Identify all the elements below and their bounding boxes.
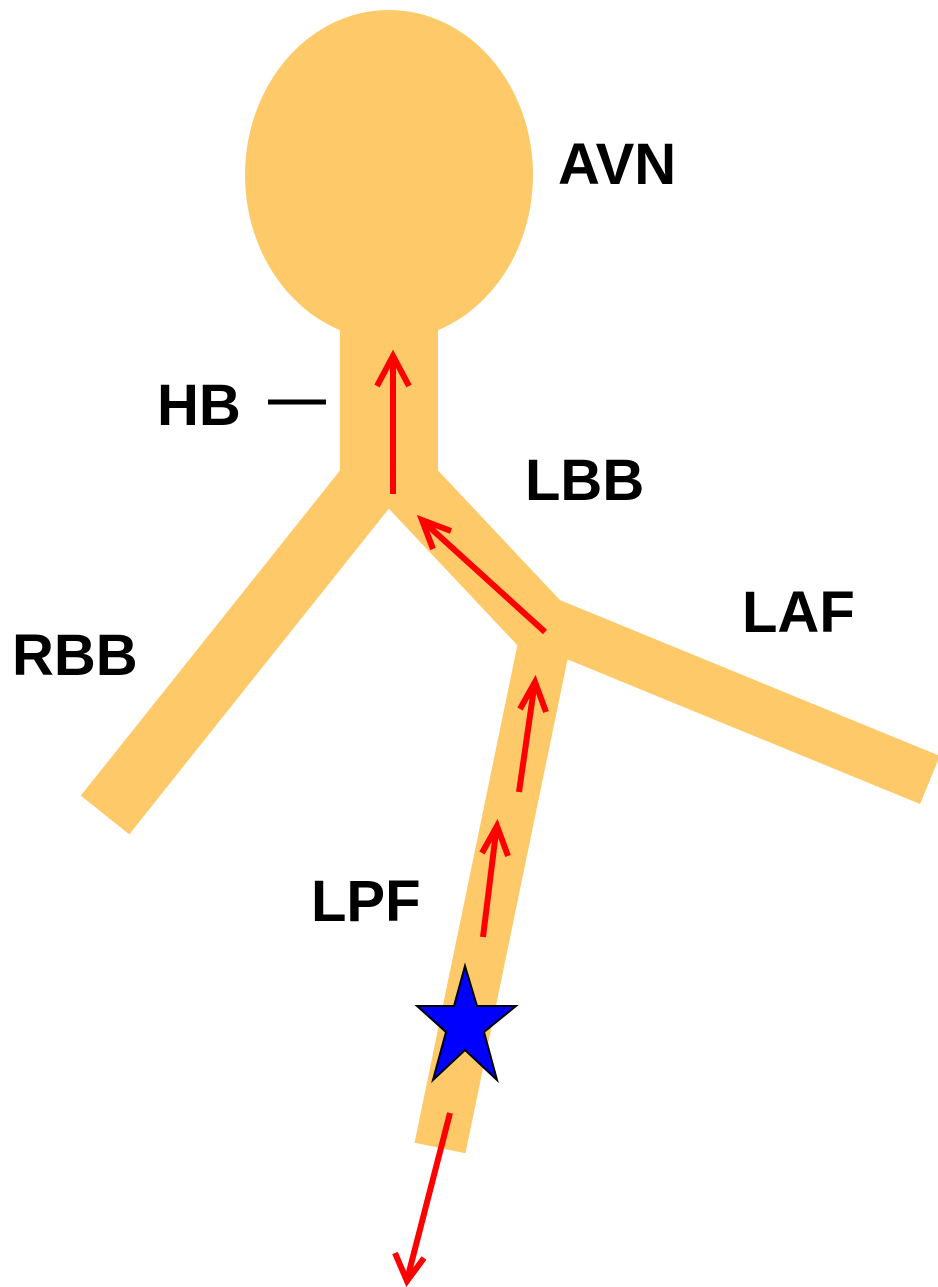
label-lbb: LBB <box>525 448 644 513</box>
conduction-tissue <box>245 10 533 490</box>
label-avn: AVN <box>558 132 676 197</box>
label-laf: LAF <box>742 580 855 645</box>
right-bundle-branch-shape <box>105 470 380 815</box>
left-anterior-fascicle-shape <box>540 620 930 780</box>
av-node-shape <box>245 10 533 340</box>
bundle-branches <box>105 470 930 1148</box>
label-rbb: RBB <box>12 623 138 688</box>
label-hb: HB <box>157 373 241 438</box>
label-lpf: LPF <box>311 869 421 934</box>
